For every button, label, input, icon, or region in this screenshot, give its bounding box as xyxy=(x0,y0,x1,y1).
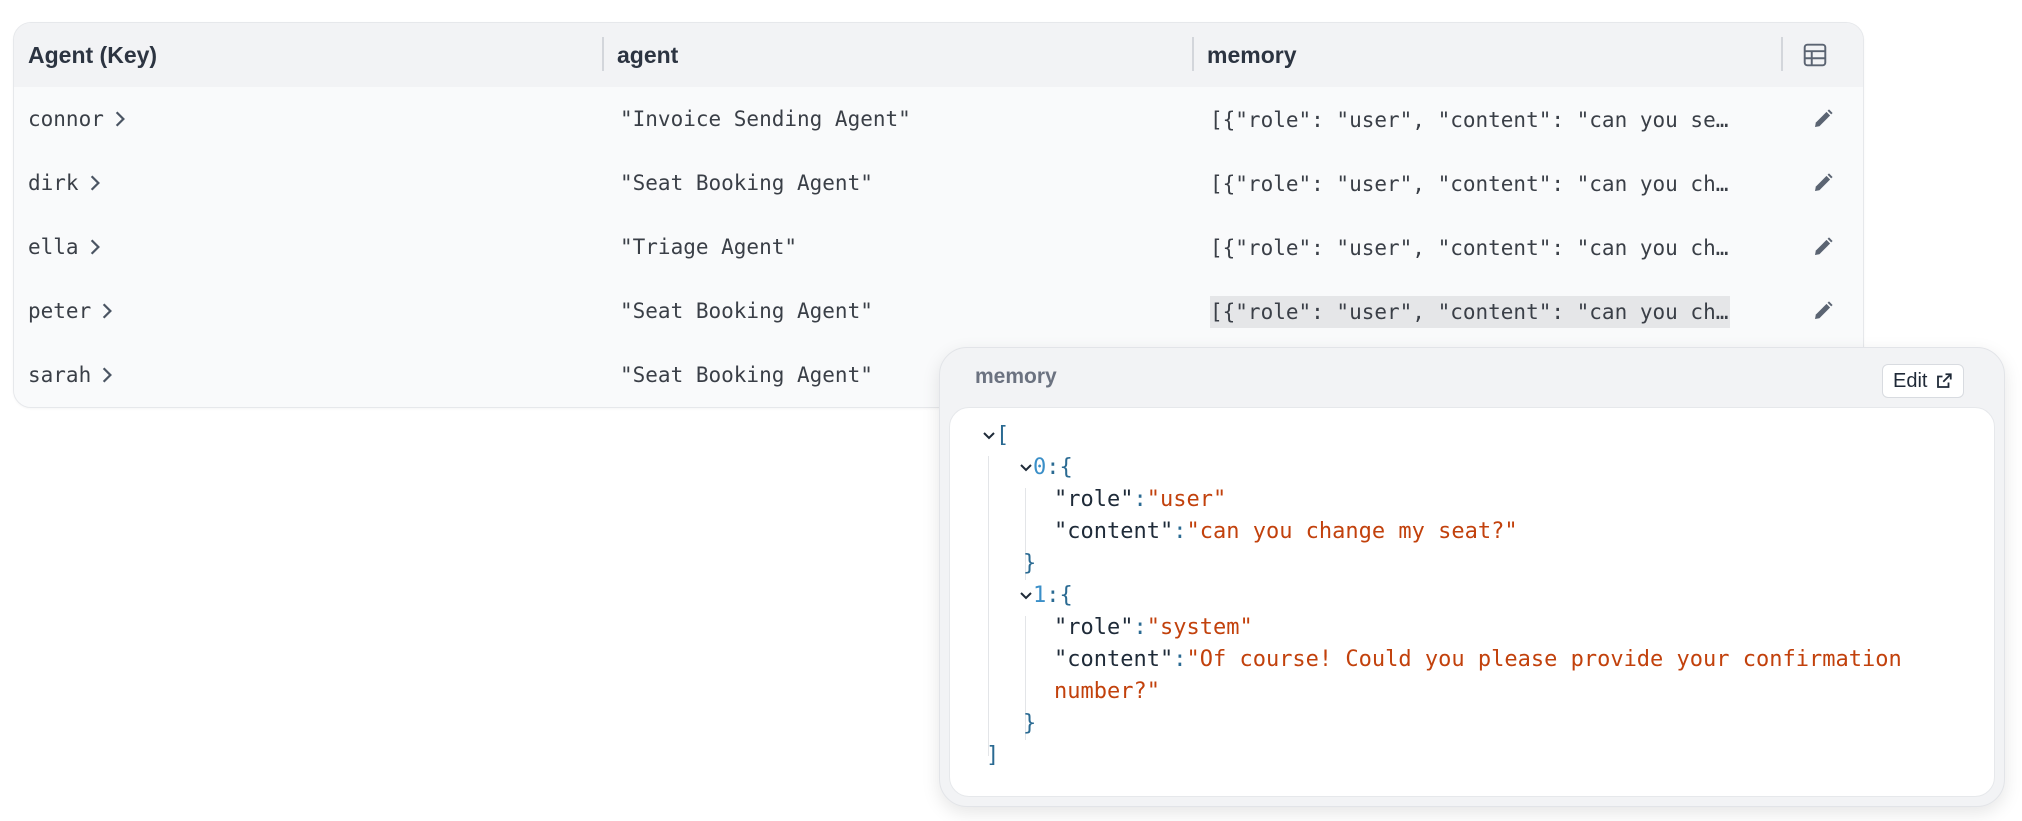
json-field-continuation: number?" xyxy=(1054,679,1160,704)
pencil-icon[interactable] xyxy=(1811,235,1835,259)
json-value: can you change my seat? xyxy=(1199,519,1505,544)
json-index: 1 xyxy=(1033,583,1047,608)
json-key: content xyxy=(1067,519,1160,544)
json-close-brace: } xyxy=(1023,551,1037,576)
chevron-down-icon[interactable] xyxy=(982,431,996,441)
indent-guide xyxy=(988,456,989,756)
chevron-down-icon[interactable] xyxy=(1019,463,1033,473)
table-row[interactable]: dirk "Seat Booking Agent" [{"role": "use… xyxy=(14,151,1863,216)
memory-popover: memory Edit [ 0:{ "role":"user" "content… xyxy=(939,347,2005,807)
column-header-key[interactable]: Agent (Key) xyxy=(28,42,158,68)
row-memory: [{"role": "user", "content": "can you ch… xyxy=(1210,296,1730,328)
table-row[interactable]: peter "Seat Booking Agent" [{"role": "us… xyxy=(14,279,1863,344)
json-field: "content":"Of course! Could you please p… xyxy=(1054,647,1902,672)
pencil-icon[interactable] xyxy=(1811,299,1835,323)
column-resize-handle[interactable] xyxy=(1781,37,1783,71)
row-key-cell[interactable]: connor xyxy=(28,87,127,151)
chevron-right-icon[interactable] xyxy=(100,366,114,384)
json-key: content xyxy=(1067,647,1160,672)
column-header-memory[interactable]: memory xyxy=(1207,42,1297,68)
row-memory-cell-active[interactable]: [{"role": "user", "content": "can you ch… xyxy=(1210,279,1730,343)
row-agent: "Seat Booking Agent" xyxy=(620,299,873,323)
json-viewer: [ 0:{ "role":"user" "content":"can you c… xyxy=(949,407,1995,797)
row-memory: [{"role": "user", "content": "can you se… xyxy=(1210,108,1729,132)
chevron-right-icon[interactable] xyxy=(100,302,114,320)
table-header: Agent (Key) agent memory xyxy=(14,23,1863,88)
row-key-cell[interactable]: ella xyxy=(28,215,102,279)
json-close-bracket-line: ] xyxy=(986,740,999,772)
column-resize-handle[interactable] xyxy=(602,37,604,71)
json-value: user xyxy=(1159,487,1213,512)
table-row[interactable]: ella "Triage Agent" [{"role": "user", "c… xyxy=(14,215,1863,280)
json-field: "content":"can you change my seat?" xyxy=(1054,519,1518,544)
json-index: 0 xyxy=(1033,455,1047,480)
json-field: "role":"system" xyxy=(1054,615,1253,640)
json-value: Of course! Could you please provide your… xyxy=(1199,647,1902,672)
row-agent: "Seat Booking Agent" xyxy=(620,363,873,387)
row-key: ella xyxy=(28,235,79,259)
json-open-bracket: [ xyxy=(996,423,1010,448)
row-memory-cell[interactable]: [{"role": "user", "content": "can you se… xyxy=(1210,87,1730,151)
pencil-icon[interactable] xyxy=(1811,107,1835,131)
row-memory-cell[interactable]: [{"role": "user", "content": "can you ch… xyxy=(1210,151,1730,215)
json-field: "role":"user" xyxy=(1054,487,1227,512)
json-item-header[interactable]: 1:{ xyxy=(1019,580,1073,612)
row-agent: "Invoice Sending Agent" xyxy=(620,107,911,131)
row-key: sarah xyxy=(28,363,92,387)
row-memory: [{"role": "user", "content": "can you ch… xyxy=(1210,172,1729,196)
row-agent: "Triage Agent" xyxy=(620,235,798,259)
edit-button[interactable]: Edit xyxy=(1882,364,1965,398)
chevron-down-icon[interactable] xyxy=(1019,591,1033,601)
chevron-right-icon[interactable] xyxy=(88,238,102,256)
json-close-bracket: ] xyxy=(986,743,1000,768)
table-row[interactable]: connor "Invoice Sending Agent" [{"role":… xyxy=(14,87,1863,152)
row-agent: "Seat Booking Agent" xyxy=(620,171,873,195)
column-resize-handle[interactable] xyxy=(1192,37,1194,71)
chevron-right-icon[interactable] xyxy=(88,174,102,192)
column-header-agent[interactable]: agent xyxy=(617,42,679,68)
json-item-header[interactable]: 0:{ xyxy=(1019,452,1073,484)
pencil-icon[interactable] xyxy=(1811,171,1835,195)
row-key-cell[interactable]: sarah xyxy=(28,343,114,407)
indent-guide xyxy=(1025,488,1026,580)
table-columns-icon[interactable] xyxy=(1802,42,1828,68)
json-close-brace: } xyxy=(1023,711,1037,736)
json-key: role xyxy=(1067,615,1121,640)
row-memory: [{"role": "user", "content": "can you ch… xyxy=(1210,236,1729,260)
chevron-right-icon[interactable] xyxy=(113,110,127,128)
external-link-icon xyxy=(1937,373,1953,388)
row-key: peter xyxy=(28,299,92,323)
row-key: dirk xyxy=(28,171,79,195)
row-key: connor xyxy=(28,107,104,131)
row-memory-cell[interactable]: [{"role": "user", "content": "can you ch… xyxy=(1210,215,1730,279)
row-key-cell[interactable]: dirk xyxy=(28,151,102,215)
edit-button-label: Edit xyxy=(1893,369,1928,392)
row-key-cell[interactable]: peter xyxy=(28,279,114,343)
json-value: system xyxy=(1159,615,1240,640)
indent-guide xyxy=(1025,616,1026,740)
popover-title: memory xyxy=(975,365,1057,388)
json-root-line[interactable]: [ xyxy=(982,420,1009,452)
json-value-continued: number? xyxy=(1054,679,1147,704)
json-key: role xyxy=(1067,487,1121,512)
